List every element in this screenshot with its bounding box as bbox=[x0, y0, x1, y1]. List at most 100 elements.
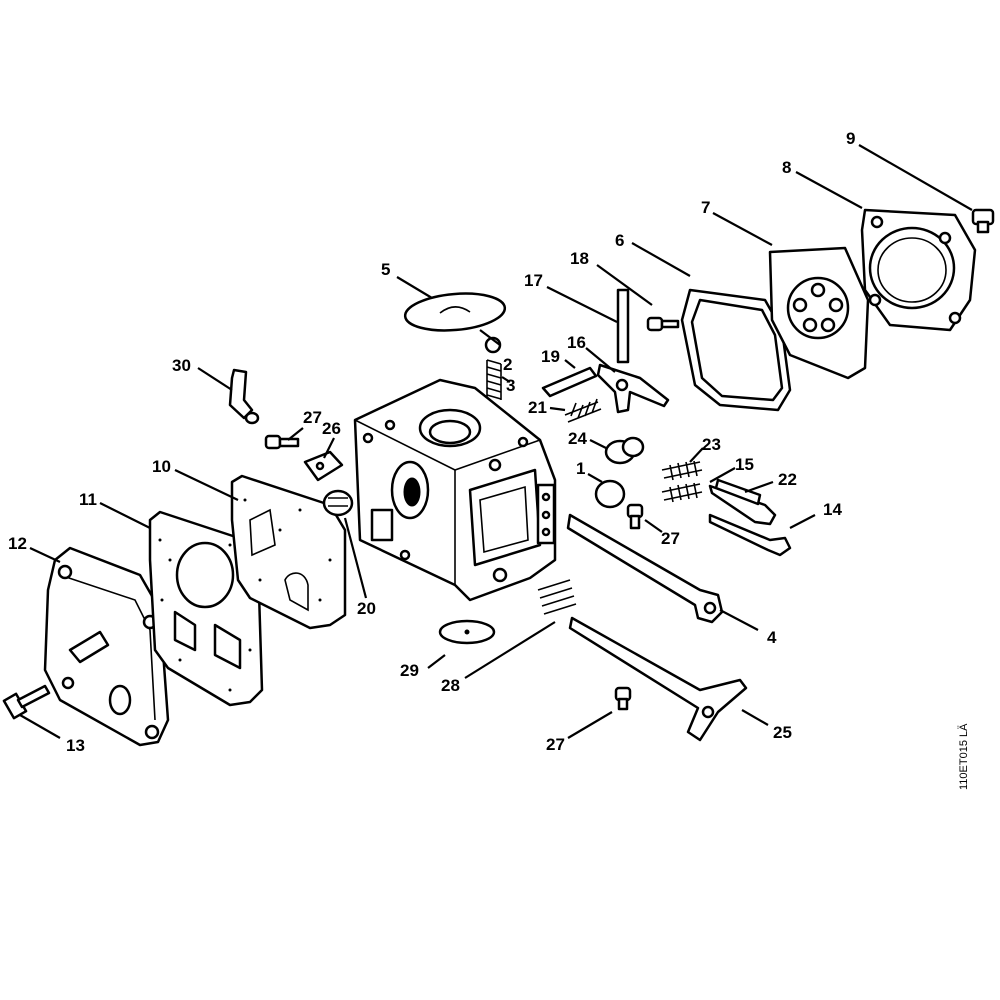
part-11-gasket bbox=[148, 510, 264, 707]
part-22-needle bbox=[714, 478, 762, 506]
callout-2: 2 bbox=[503, 355, 512, 374]
leader-30 bbox=[197, 367, 233, 391]
callout-6: 6 bbox=[615, 231, 624, 250]
part-3-spring bbox=[486, 359, 502, 400]
part-21-spring bbox=[564, 398, 602, 423]
callout-9: 9 bbox=[846, 129, 855, 148]
callout-27-middle: 27 bbox=[661, 529, 680, 548]
leader-4 bbox=[719, 609, 759, 631]
callout-15: 15 bbox=[735, 455, 754, 474]
callout-25: 25 bbox=[773, 723, 792, 742]
part-27-screw-a bbox=[264, 434, 300, 450]
callout-30: 30 bbox=[172, 356, 191, 375]
callout-12: 12 bbox=[8, 534, 27, 553]
callout-29: 29 bbox=[400, 661, 419, 680]
leader-14 bbox=[789, 514, 816, 529]
part-12-cover bbox=[43, 546, 170, 747]
drawing-code: 110ET015 LÄ bbox=[958, 723, 970, 790]
part-1-disc bbox=[594, 479, 626, 509]
leader-17 bbox=[546, 286, 618, 323]
part-13-screw bbox=[2, 684, 51, 720]
part-23-springs bbox=[661, 460, 703, 503]
part-29-washer bbox=[438, 619, 496, 645]
part-20-plug bbox=[322, 489, 354, 517]
leader-2 bbox=[479, 329, 501, 346]
part-16-lever bbox=[596, 363, 670, 414]
callout-11: 11 bbox=[79, 490, 97, 509]
leader-26 bbox=[323, 437, 335, 459]
callout-5: 5 bbox=[381, 260, 390, 279]
callout-4: 4 bbox=[767, 628, 777, 647]
leader-28 bbox=[464, 621, 556, 679]
part-28-spring bbox=[537, 579, 577, 615]
part-25-shaft bbox=[568, 616, 748, 742]
callout-27-lower: 27 bbox=[546, 735, 565, 754]
part-10-plate bbox=[230, 474, 347, 630]
callout-3: 3 bbox=[506, 376, 515, 395]
part-7-diaphragm bbox=[768, 246, 870, 380]
leader-29 bbox=[427, 654, 446, 669]
leader-3 bbox=[501, 376, 511, 383]
leader-15 bbox=[709, 467, 736, 483]
leader-22 bbox=[744, 480, 774, 494]
callout-19: 19 bbox=[541, 347, 560, 366]
carburetor-body bbox=[353, 378, 557, 602]
callout-22: 22 bbox=[778, 470, 797, 489]
callout-17: 17 bbox=[524, 271, 543, 290]
part-27-screw-c bbox=[614, 686, 632, 711]
part-18-screw bbox=[646, 316, 680, 332]
callout-16: 16 bbox=[567, 333, 586, 352]
leader-12 bbox=[29, 547, 61, 563]
leader-25 bbox=[741, 709, 769, 726]
leader-27c bbox=[567, 711, 613, 739]
leader-1 bbox=[587, 473, 603, 483]
leader-9 bbox=[858, 144, 973, 211]
leader-16 bbox=[585, 347, 616, 373]
leader-27b bbox=[644, 519, 663, 533]
part-19-needle bbox=[541, 366, 598, 398]
callout-14: 14 bbox=[823, 500, 842, 519]
callout-21: 21 bbox=[528, 398, 547, 417]
leader-6 bbox=[631, 242, 691, 277]
callout-8: 8 bbox=[782, 158, 791, 177]
part-5-disc bbox=[403, 292, 507, 332]
part-9-screw bbox=[971, 208, 995, 234]
leader-27a bbox=[287, 427, 304, 441]
leader-18 bbox=[596, 264, 653, 306]
leader-23 bbox=[689, 447, 704, 463]
callout-23: 23 bbox=[702, 435, 721, 454]
callout-20: 20 bbox=[357, 599, 376, 618]
callout-27-upper: 27 bbox=[303, 408, 322, 427]
callout-10: 10 bbox=[152, 457, 171, 476]
callout-7: 7 bbox=[701, 198, 710, 217]
leader-21 bbox=[549, 406, 566, 412]
part-6-gasket bbox=[680, 288, 792, 412]
leader-lines bbox=[19, 144, 973, 739]
callout-26: 26 bbox=[322, 419, 341, 438]
callout-28: 28 bbox=[441, 676, 460, 695]
leader-8 bbox=[795, 171, 863, 209]
part-30-elbow bbox=[228, 368, 260, 425]
part-15-needle bbox=[708, 484, 777, 526]
callout-13: 13 bbox=[66, 736, 85, 755]
leader-7 bbox=[712, 212, 773, 246]
part-27-screw-b bbox=[626, 503, 644, 530]
part-17-pin bbox=[616, 288, 630, 364]
callout-1: 1 bbox=[576, 459, 585, 478]
part-4-shaft bbox=[566, 513, 724, 624]
part-26-bracket bbox=[303, 450, 344, 482]
leader-5 bbox=[396, 276, 433, 299]
callouts: 1 2 3 4 5 6 7 8 9 10 11 12 13 14 15 16 1… bbox=[8, 129, 855, 755]
callout-24: 24 bbox=[568, 429, 587, 448]
leader-10 bbox=[174, 469, 239, 501]
part-24-fitting bbox=[604, 436, 645, 465]
leader-19 bbox=[564, 359, 576, 369]
leader-20 bbox=[343, 517, 368, 599]
part-8-cover bbox=[860, 208, 977, 332]
leader-13 bbox=[19, 714, 61, 739]
callout-18: 18 bbox=[570, 249, 589, 268]
leader-24 bbox=[589, 439, 607, 449]
leader-11 bbox=[99, 502, 151, 529]
part-14-needle bbox=[708, 513, 792, 557]
